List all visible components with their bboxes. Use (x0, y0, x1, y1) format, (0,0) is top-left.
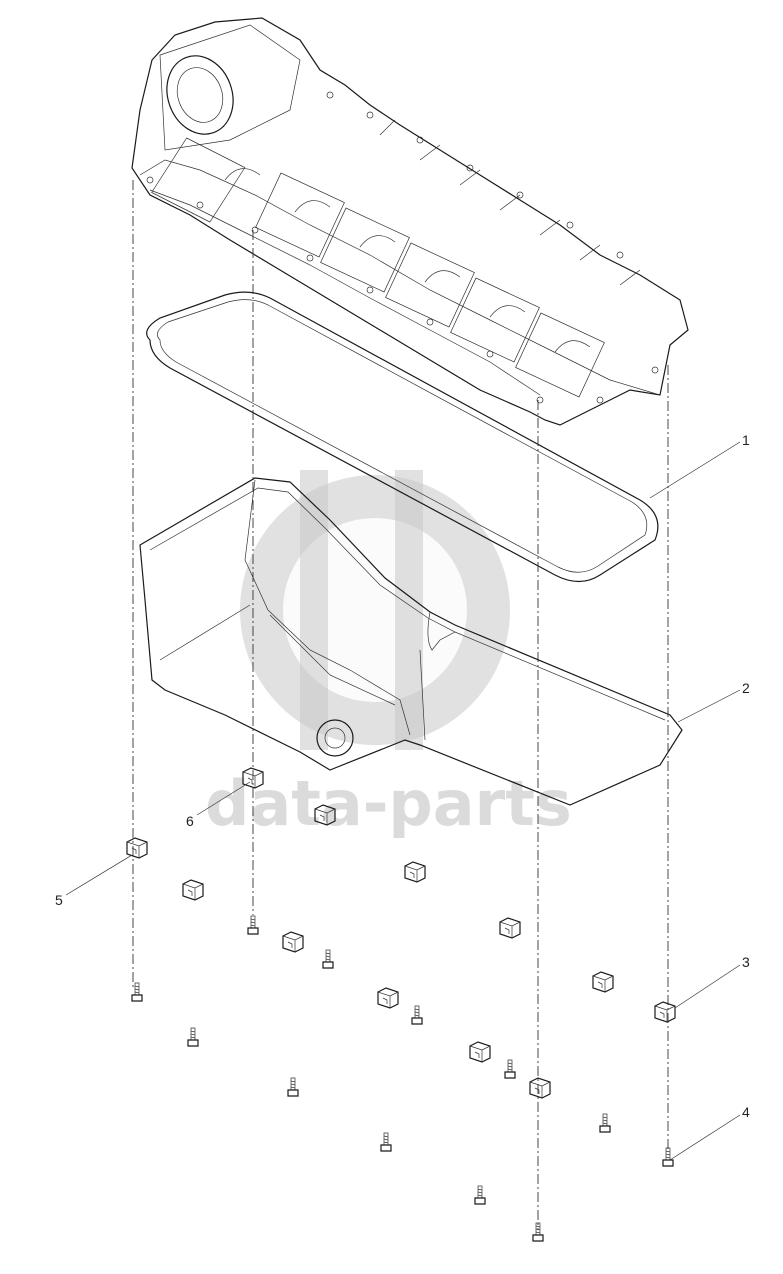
bracket (182, 879, 204, 901)
callout-label-1: 1 (742, 432, 750, 448)
bolt (599, 1113, 611, 1133)
bracket (126, 837, 148, 859)
bolt (187, 1027, 199, 1047)
bolt (247, 915, 259, 935)
assembly-axes (132, 180, 669, 1230)
bolt (662, 1147, 674, 1167)
callout-leader-5 (65, 854, 133, 896)
oil-pan (139, 477, 683, 806)
callouts: 1 2 3 4 5 6 (55, 432, 750, 1161)
callout-label-6: 6 (186, 813, 194, 829)
crank-bays (151, 137, 605, 398)
bolt (532, 1222, 544, 1242)
watermark-text: data-parts (205, 767, 572, 840)
bracket (469, 1041, 491, 1063)
bolt (131, 982, 143, 1002)
pan-bolts (131, 915, 674, 1242)
bracket (654, 1001, 676, 1023)
pan-brackets (126, 767, 676, 1099)
callout-leader-4 (669, 1114, 741, 1161)
bolt (287, 1077, 299, 1097)
bolt (411, 1005, 423, 1025)
callout-leader-1 (649, 441, 741, 499)
bracket (377, 987, 399, 1009)
callout-label-4: 4 (742, 1104, 750, 1120)
callout-label-5: 5 (55, 892, 63, 908)
drain-plug (316, 719, 354, 757)
bracket (499, 917, 521, 939)
bolt (322, 949, 334, 969)
callout-leader-3 (674, 964, 741, 1009)
callout-leader-6 (196, 781, 251, 816)
bolt (474, 1185, 486, 1205)
bracket (592, 971, 614, 993)
callout-label-2: 2 (742, 680, 750, 696)
bracket (404, 861, 426, 883)
engine-block (131, 17, 689, 426)
callout-leader-2 (677, 689, 741, 723)
bracket (282, 931, 304, 953)
callout-label-3: 3 (742, 954, 750, 970)
bolt (504, 1059, 516, 1079)
flange-holes (146, 91, 659, 404)
bracket (529, 1077, 551, 1099)
bracket (242, 767, 264, 789)
bracket (314, 804, 336, 826)
bolt (380, 1132, 392, 1152)
watermark-logo: data-parts (205, 470, 572, 840)
oil-pan-gasket (146, 291, 659, 583)
